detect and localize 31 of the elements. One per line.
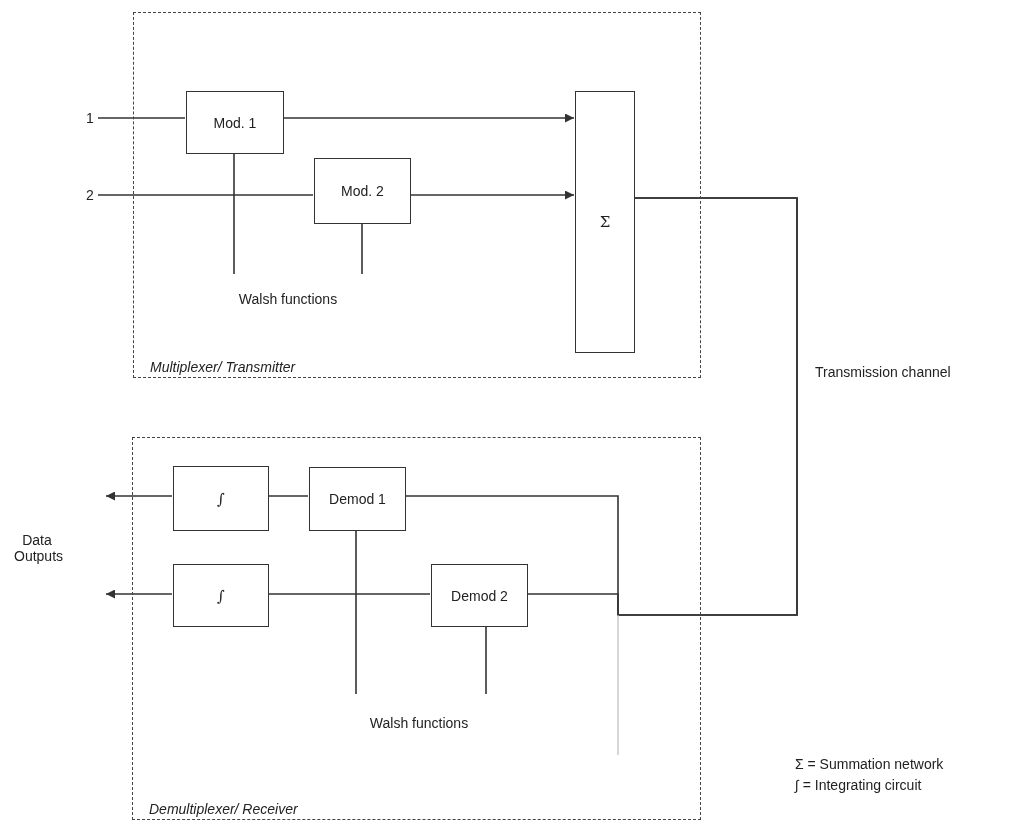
dashed-group-frame	[133, 12, 701, 378]
process-block: Demod 1	[309, 467, 406, 531]
arrow	[105, 491, 173, 501]
symbol-block: ∫	[173, 564, 269, 627]
arrow	[409, 190, 575, 200]
arrow	[105, 589, 173, 599]
signal-line	[485, 625, 487, 695]
signal-label: 2	[82, 185, 98, 205]
dashed-group-frame	[132, 437, 701, 820]
signal-line	[97, 194, 314, 196]
arrow	[282, 113, 575, 123]
symbol-block: ∫	[173, 466, 269, 531]
signal-line	[267, 593, 431, 595]
process-block: Mod. 1	[186, 91, 284, 154]
group-title: Multiplexer/ Transmitter	[150, 359, 296, 375]
legend-entry: ∫ = Integrating circuit	[795, 777, 922, 793]
process-block: Mod. 2	[314, 158, 411, 224]
channel-label: Transmission channel	[815, 364, 951, 380]
signal-line	[97, 117, 186, 119]
signal-line	[267, 495, 309, 497]
signal-line	[526, 197, 798, 616]
group-title: Demultiplexer/ Receiver	[149, 801, 298, 817]
signal-line	[355, 529, 357, 695]
legend-entry: Σ = Summation network	[795, 756, 944, 772]
signal-line	[361, 222, 363, 275]
process-block: Demod 2	[431, 564, 528, 627]
symbol-block: Σ	[575, 91, 635, 353]
signal-line	[233, 152, 235, 275]
signal-label: 1	[82, 108, 98, 128]
signal-label: Walsh functions	[223, 289, 353, 309]
signal-label: Walsh functions	[343, 713, 495, 733]
